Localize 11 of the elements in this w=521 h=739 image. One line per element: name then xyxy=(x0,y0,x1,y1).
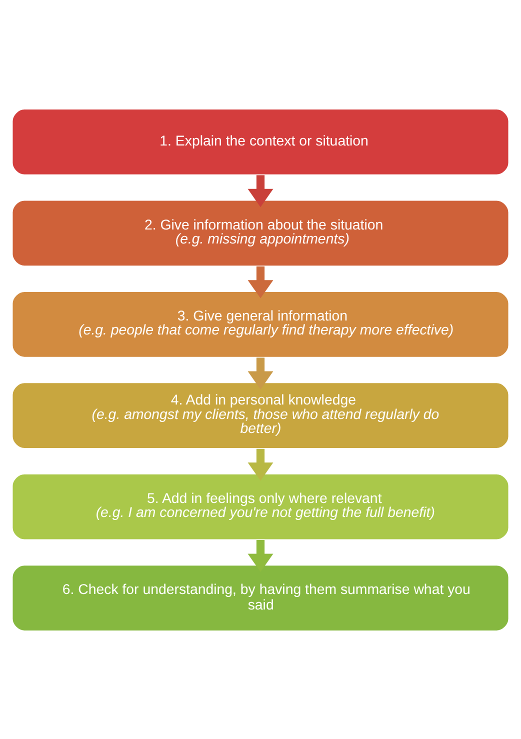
arrow xyxy=(248,266,274,298)
node-box: 2. Give information about the situation (e.g. missing appointments) xyxy=(12,199,510,266)
node-box: 6. Check for understanding, by having them summarise what you said xyxy=(12,564,510,631)
arrow xyxy=(248,540,274,572)
node-box: 1. Explain the context or situation xyxy=(12,108,510,175)
node-box: 3. Give general information (e.g. people that come regularly find therapy more effective) xyxy=(12,290,510,358)
arrow xyxy=(248,174,274,207)
arrow xyxy=(248,448,274,480)
node-box: 4. Add in personal knowledge (e.g. amongst my clients, those who attend regularly do better) xyxy=(12,382,510,449)
arrow xyxy=(248,357,274,390)
node-box: 5. Add in feelings only where relevant (e.g. I am concerned you're not getting the full benefit) xyxy=(12,472,510,540)
